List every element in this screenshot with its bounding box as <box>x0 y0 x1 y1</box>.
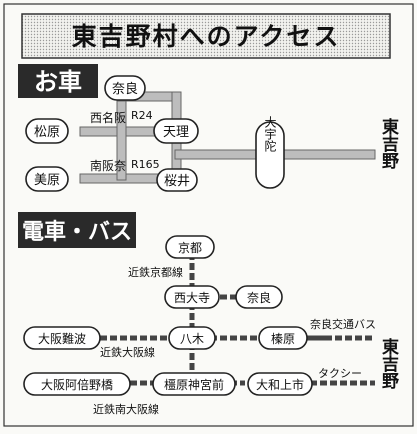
node-matsubara <box>25 118 69 144</box>
node-nara-car-label: 奈良 <box>112 81 138 97</box>
node-abenobashi-label: 大阪阿倍野橋 <box>41 377 113 392</box>
destination-car: 東吉野 <box>378 117 399 170</box>
line-label-taxi: タクシー <box>318 367 362 380</box>
node-haibara <box>258 326 308 350</box>
outer-frame <box>3 3 414 427</box>
road-label-r165: R165 <box>131 158 160 171</box>
road-label-nishi-meihan: 西名阪 <box>90 110 126 125</box>
node-yamatokamiichi-label: 大和上市 <box>256 377 304 392</box>
train-header-box <box>18 212 136 248</box>
title-banner: 東吉野村へのアクセス <box>21 13 391 59</box>
node-kyoto-label: 京都 <box>178 241 202 255</box>
node-uda <box>255 121 285 189</box>
node-abenobashi <box>23 372 131 396</box>
node-uda-label: 大宇陀 <box>263 116 277 152</box>
line-label-kyoto: 近鉄京都線 <box>128 265 183 279</box>
node-matsubara-label: 松原 <box>34 125 60 140</box>
destination-train: 東吉野 <box>378 337 399 390</box>
car-header: お車 <box>34 68 82 96</box>
node-saidaiji <box>164 285 220 309</box>
node-saidaiji-label: 西大寺 <box>174 291 210 305</box>
road-label-minami-hanna: 南阪奈 <box>90 158 126 173</box>
node-kashiharajingumae-label: 橿原神宮前 <box>164 377 224 392</box>
node-tenri <box>153 118 199 144</box>
node-kashiharajingumae <box>152 372 236 396</box>
node-osaka-namba <box>23 326 101 350</box>
car-header-box <box>18 64 98 98</box>
node-nara-car <box>104 75 146 101</box>
node-osaka-namba-label: 大阪難波 <box>38 331 86 346</box>
train-section: 電車・バス 近鉄京都線 近鉄大阪線 奈良交通バス 近鉄南大阪線 タクシー <box>18 212 399 416</box>
road-to-higashiyoshino <box>269 149 376 160</box>
node-tenri-label: 天理 <box>163 125 189 140</box>
line-label-minami-osaka: 近鉄南大阪線 <box>93 402 159 416</box>
line-label-osaka: 近鉄大阪線 <box>100 345 155 359</box>
node-sakurai-label: 桜井 <box>164 174 190 189</box>
line-label-bus: 奈良交通バス <box>310 317 376 331</box>
road-label-r24: R24 <box>131 109 153 122</box>
node-yamatokamiichi <box>247 372 313 396</box>
train-header: 電車・バス <box>22 220 132 245</box>
node-nara-train-label: 奈良 <box>247 290 271 305</box>
node-mihara-label: 美原 <box>34 173 60 188</box>
node-nara-train <box>235 285 283 309</box>
car-section: お車 西名阪 R24 南阪奈 R165 松原 奈良 天理 美原 桜井 <box>18 64 399 192</box>
node-yagi <box>168 326 216 350</box>
node-haibara-label: 榛原 <box>271 332 295 346</box>
node-kyoto <box>165 235 215 259</box>
node-sakurai <box>156 168 198 192</box>
node-yagi-label: 八木 <box>180 332 204 346</box>
node-mihara <box>25 166 69 192</box>
page-title: 東吉野村へのアクセス <box>72 22 341 51</box>
